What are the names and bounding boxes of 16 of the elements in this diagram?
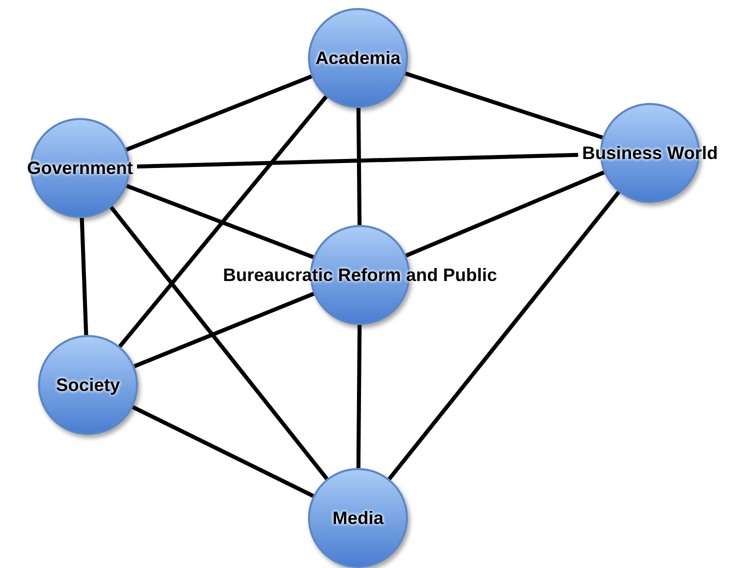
connector-line — [136, 152, 578, 168]
connector-line — [404, 72, 604, 140]
node-label: Society — [56, 376, 120, 394]
connector-line — [118, 95, 328, 348]
connector-line — [405, 170, 605, 258]
connector-line — [388, 190, 620, 480]
connector-line — [132, 405, 314, 498]
node-label: Academia — [315, 49, 401, 67]
node-label: Media — [332, 509, 384, 527]
connector-line — [356, 108, 362, 226]
connector-line — [134, 292, 314, 368]
connector-line — [80, 218, 88, 336]
connector-line — [356, 324, 362, 468]
connector-line — [110, 206, 328, 480]
connector-line — [126, 74, 312, 152]
connector-line — [126, 184, 314, 260]
